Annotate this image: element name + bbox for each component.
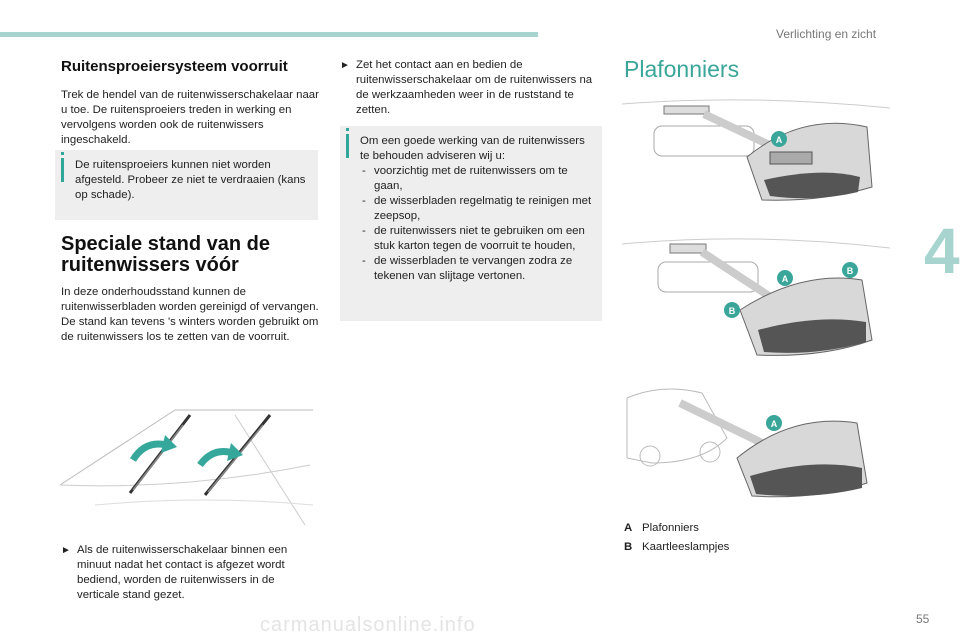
info-i-icon	[346, 128, 349, 158]
info-box-sproeiers: De ruitensproeiers kunnen niet worden af…	[55, 150, 318, 220]
bullet-text-contact-aan: Zet het contact aan en bedien de ruitenw…	[356, 59, 593, 116]
callout-a: A	[776, 135, 783, 145]
heading-plafonniers: Plafonniers	[624, 56, 740, 82]
plafonnier-illustration-1: A	[622, 99, 890, 201]
plafonnier-illustration-2: A B B	[622, 238, 890, 356]
triangle-bullet-icon: ►	[340, 60, 350, 71]
legend-label: Plafonniers	[642, 522, 699, 534]
legend-key: A	[624, 522, 633, 534]
callout-b: B	[729, 306, 736, 316]
paragraph-sproeiers: Trek de hendel van de ruitenwisserschake…	[61, 89, 319, 146]
page-number: 55	[916, 612, 930, 626]
paragraph-onderhoudsstand: In deze onderhoudsstand kunnen de ruiten…	[61, 286, 319, 343]
footer-watermark: carmanualsonline.info	[260, 614, 476, 636]
legend-item-b: B Kaartleeslampjes	[624, 541, 729, 553]
heading-speciale-stand: Speciale stand van de ruitenwissers vóór	[61, 233, 270, 276]
windshield-wipers-illustration	[59, 409, 314, 526]
info-text-sproeiers: De ruitensproeiers kunnen niet worden af…	[75, 159, 306, 201]
info-intro: Om een goede werking van de ruitenwisser…	[360, 135, 585, 162]
callout-b: B	[847, 266, 854, 276]
info-item: de wisserbladen te vervangen zodra ze te…	[360, 254, 594, 284]
bullet-text-verticale-stand: Als de ruitenwisserschakelaar binnen een…	[77, 544, 288, 601]
bullet-contact-aan: ► Zet het contact aan en bedien de ruite…	[340, 58, 600, 118]
info-item: voorzichtig met de ruitenwissers om te g…	[360, 164, 594, 194]
legend-key: B	[624, 541, 633, 553]
info-i-icon	[61, 152, 64, 182]
callout-a: A	[782, 274, 789, 284]
heading-ruitensproeiersysteem: Ruitensproeiersysteem voorruit	[61, 58, 288, 75]
bullet-verticale-stand: ► Als de ruitenwisserschakelaar binnen e…	[61, 543, 321, 603]
chapter-number: 4	[924, 215, 960, 287]
top-accent-bar	[0, 32, 538, 37]
legend-item-a: A Plafonniers	[624, 522, 699, 534]
info-item: de ruitenwissers niet te gebruiken om ee…	[360, 224, 594, 254]
chapter-title: Verlichting en zicht	[776, 27, 877, 41]
info-box-ruitenwissers: Om een goede werking van de ruitenwisser…	[340, 126, 602, 321]
plafonnier-illustration-3: A	[626, 388, 868, 498]
info-item: de wisserbladen regelmatig te reinigen m…	[360, 194, 594, 224]
callout-a: A	[771, 419, 778, 429]
triangle-bullet-icon: ►	[61, 545, 71, 556]
legend-label: Kaartleeslampjes	[642, 541, 730, 553]
info-content-ruitenwissers: Om een goede werking van de ruitenwisser…	[360, 134, 594, 284]
